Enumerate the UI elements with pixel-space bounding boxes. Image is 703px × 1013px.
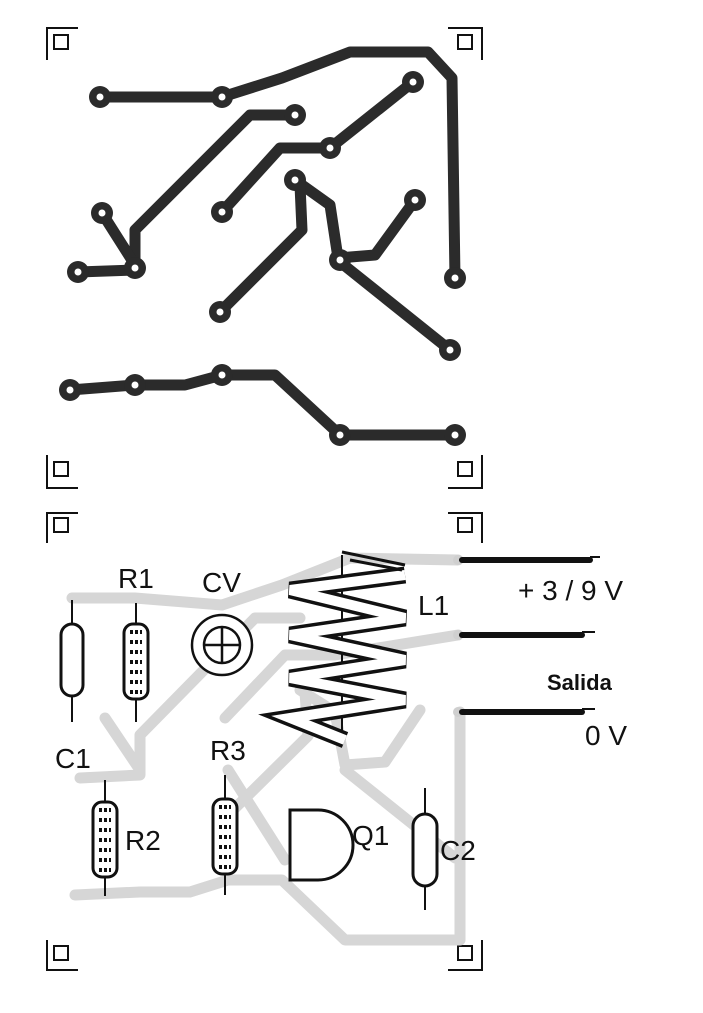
transistor-q1 [288, 808, 355, 882]
resistor-r1 [122, 603, 150, 722]
component-layout: R1 CV L1 C1 R3 R2 Q1 C2 + 3 / 9 V Salida… [46, 512, 627, 971]
corner-registration-icon [448, 455, 483, 489]
label-c2: C2 [440, 835, 476, 866]
copper-layout [46, 27, 483, 489]
terminal-wires [453, 555, 600, 717]
corner-registration-icon [448, 512, 483, 543]
corner-registration-icon [448, 27, 483, 60]
label-ground: 0 V [585, 720, 627, 751]
label-cv: CV [202, 567, 241, 598]
capacitor-c1 [59, 600, 85, 722]
coil-l1 [258, 550, 408, 748]
corner-registration-icon [46, 455, 78, 489]
corner-registration-icon [46, 27, 78, 60]
label-l1: L1 [418, 590, 449, 621]
label-c1: C1 [55, 743, 91, 774]
copper-pads [59, 71, 466, 446]
corner-registration-icon [46, 512, 78, 543]
label-output: Salida [547, 670, 613, 695]
component-labels: R1 CV L1 C1 R3 R2 Q1 C2 + 3 / 9 V Salida… [55, 563, 627, 866]
corner-registration-icon [46, 940, 78, 971]
capacitor-c2 [411, 788, 439, 910]
label-r2: R2 [125, 825, 161, 856]
label-r1: R1 [118, 563, 154, 594]
corner-registration-icon [448, 940, 483, 971]
label-q1: Q1 [352, 820, 389, 851]
resistor-r3 [211, 775, 239, 895]
resistor-r2 [91, 780, 119, 896]
trimmer-capacitor-icon [190, 613, 254, 677]
label-r3: R3 [210, 735, 246, 766]
label-supply: + 3 / 9 V [518, 575, 623, 606]
